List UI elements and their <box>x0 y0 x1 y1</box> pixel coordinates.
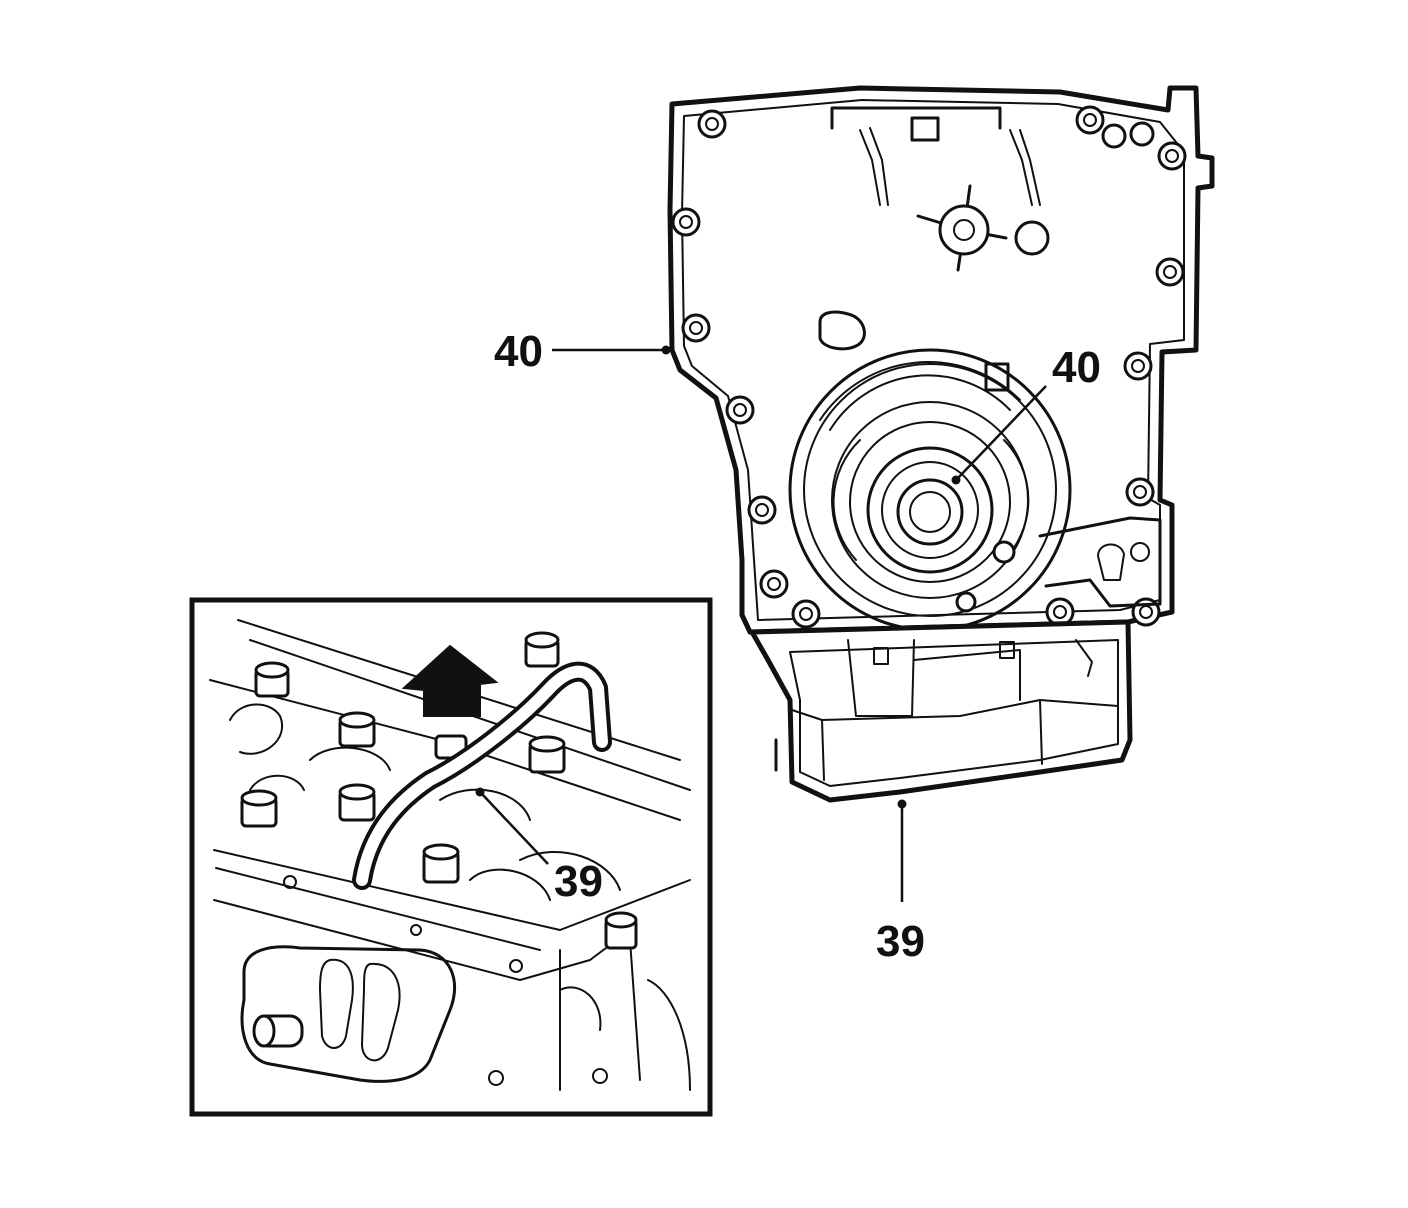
sensor-mount <box>916 184 1050 272</box>
crank-seal <box>788 348 1072 632</box>
arrow-up-icon <box>401 644 499 717</box>
timing-cover <box>667 85 1215 635</box>
oil-pan <box>749 619 1133 803</box>
leader-lines <box>475 345 1047 902</box>
cover-bolts <box>671 105 1187 629</box>
callout-40-left: 40 <box>494 327 543 376</box>
callout-40-center: 40 <box>1052 343 1101 392</box>
inset-detail <box>189 597 713 1117</box>
callout-39-bottom: 39 <box>876 917 925 966</box>
callout-39-inset: 39 <box>554 857 603 906</box>
cylinder-head <box>209 619 691 1091</box>
head-bolts <box>240 631 638 950</box>
